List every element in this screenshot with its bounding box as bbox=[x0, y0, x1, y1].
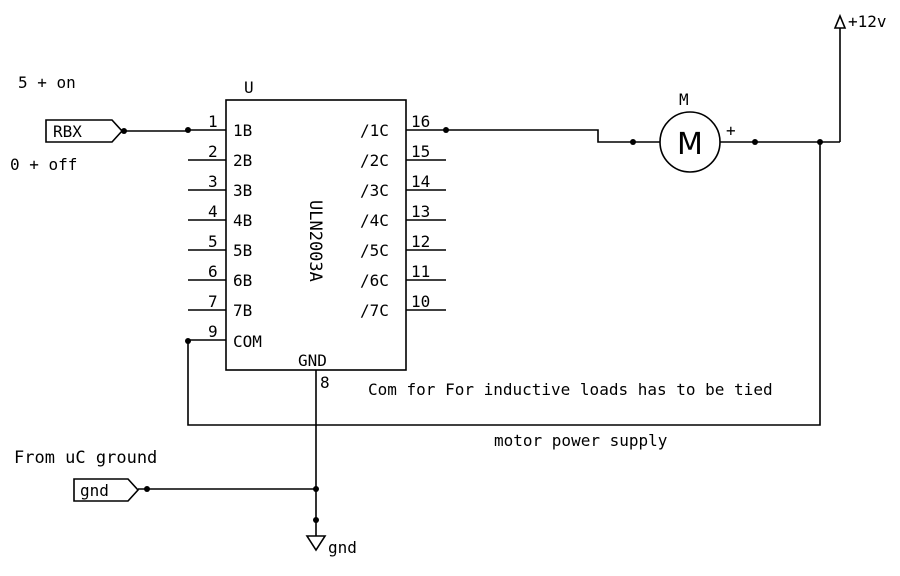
output-pin: 11 /6C bbox=[360, 262, 446, 290]
rbx-port-label: RBX bbox=[53, 122, 82, 141]
pin-number: 2 bbox=[208, 142, 218, 161]
pin-label: 3B bbox=[233, 181, 252, 200]
com-return-wire bbox=[187, 142, 821, 426]
pin-label: 2B bbox=[233, 151, 252, 170]
pin-label: /4C bbox=[360, 211, 389, 230]
pin-number: 7 bbox=[208, 292, 218, 311]
output-pin: 16 /1C bbox=[360, 112, 446, 140]
motor-plus-label: + bbox=[726, 121, 736, 140]
gnd-port bbox=[73, 478, 140, 502]
pin-label: /7C bbox=[360, 301, 389, 320]
com-pin: 9 COM bbox=[188, 322, 262, 351]
pin-number: 16 bbox=[411, 112, 430, 131]
on-label: 5 + on bbox=[18, 73, 76, 92]
pin-number: 11 bbox=[411, 262, 430, 281]
com-pin-number: 9 bbox=[208, 322, 218, 341]
output-pin: 10 /7C bbox=[360, 292, 446, 320]
pin-number: 14 bbox=[411, 172, 430, 191]
junction-dot bbox=[630, 139, 636, 145]
junction-dot bbox=[144, 486, 150, 492]
rbx-port bbox=[45, 119, 124, 143]
pin-number: 3 bbox=[208, 172, 218, 191]
motor-wire-neg bbox=[446, 129, 660, 143]
junction-dot bbox=[313, 486, 319, 492]
output-pin: 13 /4C bbox=[360, 202, 446, 230]
input-pin: 4 4B bbox=[188, 202, 252, 230]
com-pin-label: COM bbox=[233, 332, 262, 351]
pin-number: 15 bbox=[411, 142, 430, 161]
pin-label: 6B bbox=[233, 271, 252, 290]
input-pin: 5 5B bbox=[188, 232, 252, 260]
pin-label: /5C bbox=[360, 241, 389, 260]
pin-number: 12 bbox=[411, 232, 430, 251]
supply-arrow-icon bbox=[833, 13, 847, 29]
output-pins: 16 /1C 15 /2C 14 /3C 13 /4C 12 /5C 11 /6… bbox=[360, 112, 446, 320]
pin-label: /1C bbox=[360, 121, 389, 140]
input-pins: 1 1B 2 2B 3 3B 4 4B 5 5B 6 6B bbox=[188, 112, 262, 351]
pin-label: 7B bbox=[233, 301, 252, 320]
pin-label: /3C bbox=[360, 181, 389, 200]
pin-label: 5B bbox=[233, 241, 252, 260]
input-pin: 2 2B bbox=[188, 142, 252, 170]
chip-ref-label: U bbox=[244, 78, 254, 97]
motor-ref-label: M bbox=[679, 90, 689, 109]
input-pin: 7 7B bbox=[188, 292, 252, 320]
pin-label: /2C bbox=[360, 151, 389, 170]
input-pin: 6 6B bbox=[188, 262, 252, 290]
ground-icon bbox=[305, 535, 327, 552]
chip-part-label: ULN2003A bbox=[305, 200, 325, 282]
pin-number: 5 bbox=[208, 232, 218, 251]
pin-label: 4B bbox=[233, 211, 252, 230]
note-line2: motor power supply bbox=[494, 431, 668, 450]
gnd-port-label: gnd bbox=[80, 481, 109, 500]
input-pin: 3 3B bbox=[188, 172, 252, 200]
pin-number: 1 bbox=[208, 112, 218, 131]
junction-dot bbox=[752, 139, 758, 145]
output-pin: 12 /5C bbox=[360, 232, 446, 260]
vsupply-label: +12v bbox=[848, 12, 887, 31]
junction-dot bbox=[121, 128, 127, 134]
off-label: 0 + off bbox=[10, 155, 77, 174]
from-uc-label: From uC ground bbox=[14, 448, 157, 468]
pin-number: 4 bbox=[208, 202, 218, 221]
junction-dot bbox=[185, 127, 191, 133]
gnd-pin-label: GND bbox=[298, 351, 327, 370]
output-pin: 14 /3C bbox=[360, 172, 446, 200]
pin-number: 13 bbox=[411, 202, 430, 221]
pin-number: 10 bbox=[411, 292, 430, 311]
input-pin: 1 1B bbox=[188, 112, 252, 140]
gnd-pin-number: 8 bbox=[320, 373, 330, 392]
motor-symbol-label: M bbox=[677, 127, 703, 162]
pin-label: 1B bbox=[233, 121, 252, 140]
pin-label: /6C bbox=[360, 271, 389, 290]
output-pin: 15 /2C bbox=[360, 142, 446, 170]
pin-number: 6 bbox=[208, 262, 218, 281]
gnd-symbol-label: gnd bbox=[328, 538, 357, 557]
note-line1: Com for For inductive loads has to be ti… bbox=[368, 380, 773, 399]
